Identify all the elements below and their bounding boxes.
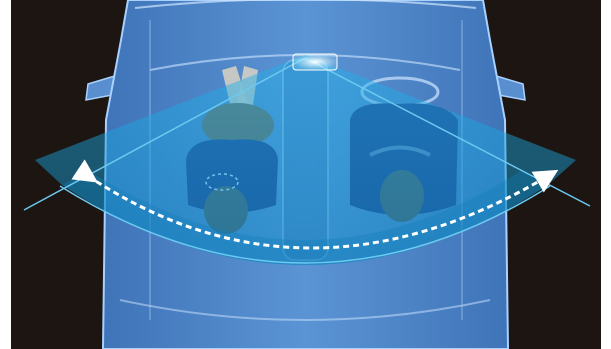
camera-light (293, 54, 337, 70)
